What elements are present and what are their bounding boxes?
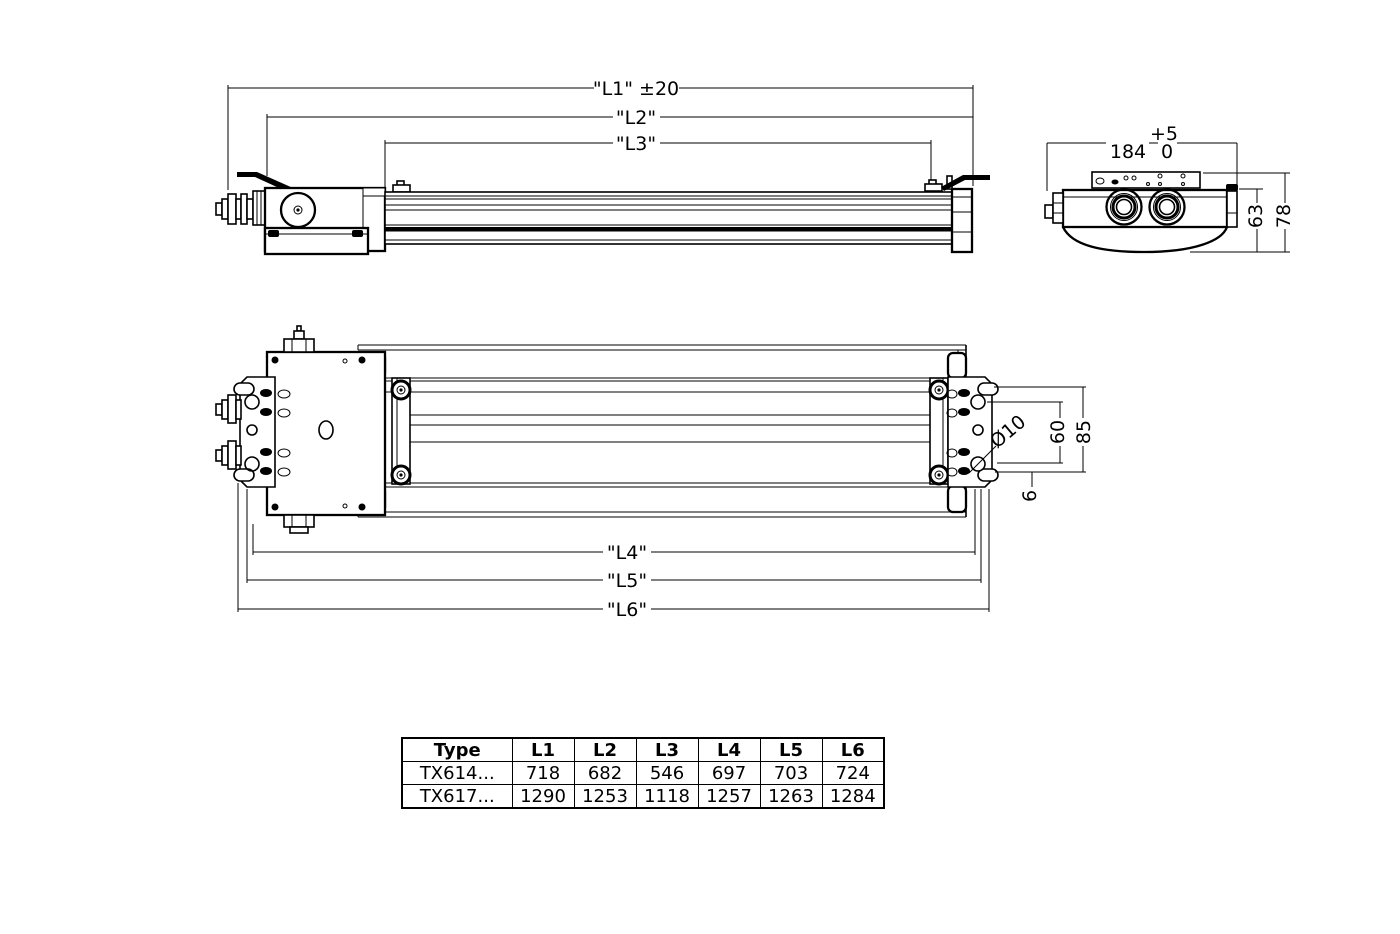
cell: 1253 (573, 784, 637, 809)
cell: 718 (511, 761, 575, 785)
dim-l3-label: "L3" (616, 133, 656, 155)
profile-body (1061, 188, 1229, 254)
spec-table: Type L1 L2 L3 L4 L5 L6 TX614... 718 682 … (401, 737, 885, 809)
guide-roller-left (1105, 188, 1143, 226)
dim-l6-label: "L6" (607, 599, 647, 621)
mount-hole (244, 456, 260, 472)
dimension-l5: "L5" (246, 489, 982, 592)
carriage-right (928, 377, 950, 486)
corner-block-top-right (946, 351, 968, 380)
cell: 1257 (697, 784, 761, 809)
slot-notch (977, 382, 999, 396)
cell: 682 (573, 761, 637, 785)
dimension-l2: "L2" (266, 107, 973, 176)
dim-60-label: 60 (1047, 420, 1069, 444)
belt-band (385, 227, 952, 232)
dimension-l4: "L4" (252, 489, 976, 564)
right-bracket-arm (941, 175, 990, 191)
col-header-l2: L2 (573, 737, 637, 762)
col-header-l1: L1 (511, 737, 575, 762)
guide-roller-right (1148, 188, 1186, 226)
dim-l4-label: "L4" (607, 542, 647, 564)
dim-6-label: 6 (1019, 490, 1041, 502)
col-header-type: Type (401, 737, 513, 762)
dimension-78: 78 (1190, 172, 1295, 253)
dimension-63: 63 (1239, 188, 1267, 252)
col-header-l5: L5 (759, 737, 823, 762)
cell: 1118 (635, 784, 699, 809)
mount-hole (970, 394, 986, 410)
extrusion-body (384, 191, 953, 245)
dimension-85: 85 (994, 386, 1095, 473)
col-header-l4: L4 (697, 737, 761, 762)
slot-notch (233, 468, 255, 482)
side-view (215, 172, 990, 256)
right-clamp (1226, 184, 1238, 228)
cell: 697 (697, 761, 761, 785)
slot-notch (233, 382, 255, 396)
dim-width-label: 184 (1110, 141, 1146, 163)
carriage-plate (1091, 171, 1201, 189)
drive-head-block (263, 186, 387, 256)
mount-hole (244, 394, 260, 410)
lower-clamp-bracket (263, 226, 370, 256)
col-header-l6: L6 (821, 737, 885, 762)
cell-type: TX617... (401, 784, 513, 809)
dimension-60: 60 (987, 401, 1069, 464)
cell: 703 (759, 761, 823, 785)
dim-tol-minus-label: 0 (1161, 141, 1173, 163)
dim-85-label: 85 (1073, 420, 1095, 444)
profile-belly (1061, 226, 1229, 254)
end-view: 184 +5 0 (1044, 123, 1295, 254)
mount-hole (246, 424, 258, 436)
cell: 724 (821, 761, 885, 785)
plan-connector-top (215, 394, 242, 424)
table-row: TX614... 718 682 546 697 703 724 (401, 761, 885, 785)
left-clamp (1044, 192, 1064, 224)
motor-connector (215, 190, 266, 226)
dim-63-label: 63 (1245, 204, 1267, 228)
slot-notch (977, 468, 999, 482)
sensor-bracket-left (392, 180, 411, 193)
dimension-l6: "L6" (237, 483, 990, 621)
dim-tol-plus-label: +5 (1150, 123, 1178, 145)
cell: 1263 (759, 784, 823, 809)
top-tab (283, 325, 315, 353)
end-cap-right (950, 187, 974, 254)
table-header-row: Type L1 L2 L3 L4 L5 L6 (401, 737, 885, 762)
plan-connector-bottom (215, 440, 242, 470)
rails (357, 344, 967, 518)
plan-view: Ø10 60 85 6 "L4" (215, 325, 1095, 621)
cell-type: TX614... (401, 761, 513, 785)
cell: 1284 (821, 784, 885, 809)
dim-78-label: 78 (1273, 204, 1295, 228)
corner-block-bottom-right (946, 484, 968, 514)
dim-l2-label: "L2" (616, 107, 656, 129)
dimension-6: 6 (1019, 472, 1041, 502)
dim-l1-label: "L1" ±20 (593, 78, 679, 100)
carriage-left (390, 377, 412, 486)
sensor-bracket-right (924, 179, 943, 192)
dim-l5-label: "L5" (607, 570, 647, 592)
mount-hole (972, 424, 984, 436)
cell: 1290 (511, 784, 575, 809)
flange-left (233, 376, 291, 488)
col-header-l3: L3 (635, 737, 699, 762)
center-hole (318, 420, 334, 440)
cell: 546 (635, 761, 699, 785)
dimension-184: 184 +5 0 (1046, 123, 1238, 191)
table-row: TX617... 1290 1253 1118 1257 1263 1284 (401, 784, 885, 809)
dimension-l3: "L3" (384, 133, 932, 190)
dimension-l1: "L1" ±20 (227, 78, 974, 190)
bottom-tab (283, 514, 315, 534)
flange-right (946, 376, 999, 488)
motor-plate (265, 325, 387, 534)
